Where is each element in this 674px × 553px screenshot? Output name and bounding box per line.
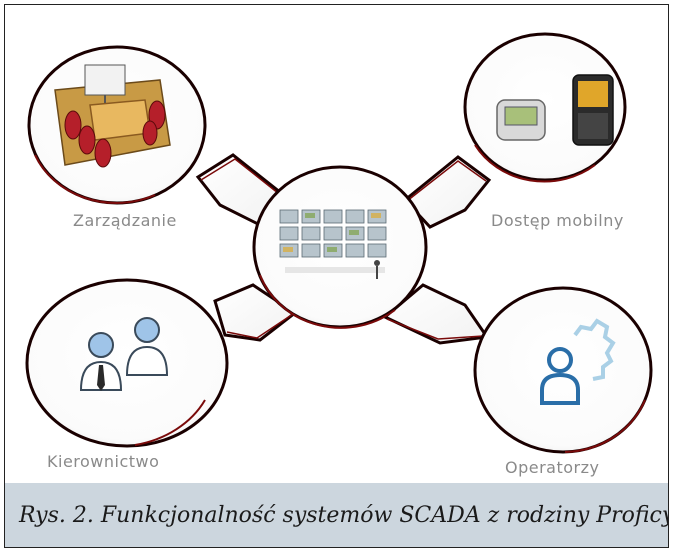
- caption-band: Rys. 2. Funkcjonalność systemów SCADA z …: [5, 483, 669, 547]
- mobile-devices-icon: [496, 74, 614, 146]
- meeting-room-icon: [54, 64, 171, 168]
- figure-caption: Rys. 2. Funkcjonalność systemów SCADA z …: [19, 503, 669, 528]
- user-gear-icon: [540, 318, 616, 405]
- scada-diagram: [25, 32, 653, 454]
- connector-arm-top-right: [402, 155, 492, 229]
- label-mobile: Dostęp mobilny: [491, 211, 624, 230]
- connector-arm-bottom-right: [382, 283, 490, 345]
- control-room-screens-icon: [279, 209, 387, 279]
- label-operators: Operatorzy: [505, 458, 600, 477]
- connector-arm-bottom-left: [213, 283, 298, 342]
- label-leadership: Kierownictwo: [47, 452, 160, 471]
- figure-frame: Zarządzanie Dostęp mobilny Kierownictwo …: [4, 4, 669, 548]
- people-icon: [79, 317, 169, 391]
- node-leadership: [25, 278, 229, 448]
- label-management: Zarządzanie: [73, 211, 177, 230]
